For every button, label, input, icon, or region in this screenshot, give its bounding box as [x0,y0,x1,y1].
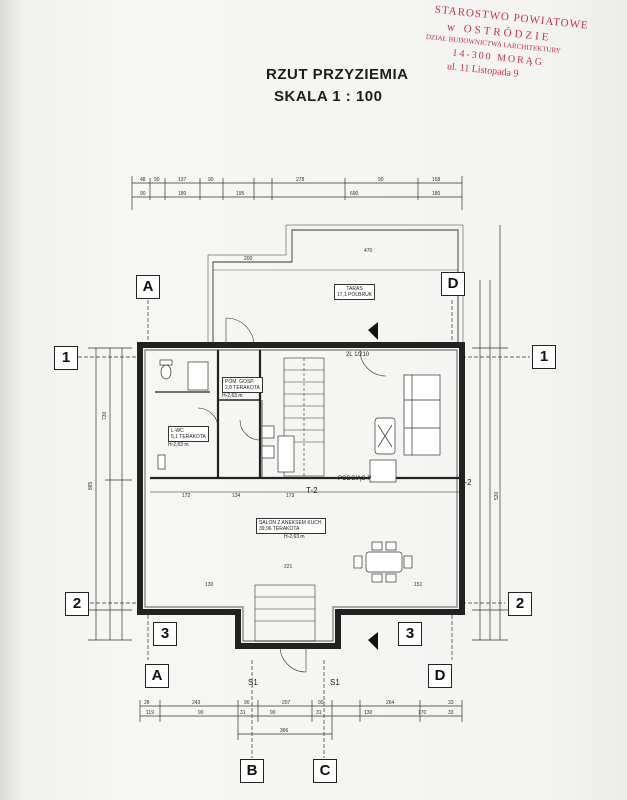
dim-bot-6: 264 [386,700,395,706]
fixtures [157,359,441,583]
dim-inner-1: 172 [182,493,191,499]
dim-bot-5: 90 [318,700,324,706]
dim-top-4: 90 [208,177,214,183]
dim-top2-5: 180 [432,191,441,197]
taras-name: TARAS [346,286,363,292]
dimension-lines [78,176,530,758]
axis-3-right: 3 [398,622,422,646]
dim-left-total: 885 [88,481,94,490]
dim-bot-4: 207 [282,700,291,706]
axis-3-left: 3 [153,622,177,646]
pom-finish: TERAKOTA [233,385,260,391]
door-swings [197,317,387,673]
dim-top-1: 48 [140,177,146,183]
dim-bot-7: 33 [448,700,454,706]
section-label-top: T-2 [306,486,318,495]
axis-a-top: A [136,275,160,299]
section-label-right: T-2 [460,478,472,487]
salon-height: H-2,63 m [284,534,305,540]
salon-name: SALON Z ANEKSEM KUCH. [259,520,323,526]
dim-taras-width: 470 [364,248,373,254]
dim-right-total: 530 [494,491,500,500]
room-taras-label: TARAS 17,1 POLBRUK [334,284,376,300]
dim-mid-left: 730 [102,411,108,420]
taras-area: 17,1 [337,292,347,298]
dim-bot2-3: 31 [240,710,246,716]
dim-bot2-5: 31 [316,710,322,716]
wc-height: H-2,63 m [168,442,189,448]
dim-inner-3: 173 [286,493,295,499]
dim-bot2-7: 170 [418,710,427,716]
dim-bot2-1: 119 [146,710,154,716]
s1-label-right: S1 [330,678,340,687]
dim-bot-2: 243 [192,700,201,706]
dim-bot2-6: 130 [364,710,373,716]
pom-name: POM. GOSP. [225,379,255,385]
wc-name: L-WC [171,428,184,434]
terrace-outline [207,224,464,345]
dim-top-3: 137 [178,177,187,183]
dim-top2-4: 690 [350,191,359,197]
axis-c-bottom: C [313,759,337,783]
pom-height: H-2,63 m [222,393,243,399]
dim-top-2: 90 [154,177,160,183]
dim-bot2-4: 90 [270,710,276,716]
building-walls [137,342,465,649]
room-salon-label: SALON Z ANEKSEM KUCH. 39,96 TERAKOTA H-2… [256,518,326,540]
axis-a-bottom: A [145,664,169,688]
dimension-texts: 48 90 137 90 278 90 158 90 180 195 690 1… [88,177,500,734]
wc-finish: TERAKOTA [179,434,206,440]
dim-front-left: 130 [205,582,214,588]
dim-bot2-8: 33 [448,710,454,716]
dim-inner-2: 134 [232,493,241,499]
room-pom-label: POM. GOSP. 2,8 TERAKOTA H-2,63 m [222,377,263,399]
dim-bottom-total: 366 [280,728,289,734]
pom-area: 2,8 [225,385,232,391]
dim-taras-depth: 200 [244,256,253,262]
salon-area: 39,96 [259,526,272,532]
s1-label-left: S1 [248,678,258,687]
taras-finish: POLBRUK [348,292,373,298]
wc-area: 5,1 [171,434,178,440]
door-label-top: 2L 1/210 [346,352,370,358]
dim-bot-1: 28 [144,700,150,706]
dim-top2-1: 90 [140,191,146,197]
dim-front-width: 221 [284,564,293,570]
dim-top-6: 90 [378,177,384,183]
room-wc-label: L-WC 5,1 TERAKOTA H-2,63 m [168,426,209,448]
axis-d-bottom: D [428,664,452,688]
entrance-stair [254,584,316,642]
dim-bot-3: 90 [244,700,250,706]
axis-1-right: 1 [532,345,556,369]
staircase [283,357,325,477]
podciag-label: PODCIĄG P [338,476,372,482]
axis-1-left: 1 [54,346,78,370]
dim-top2-2: 180 [178,191,187,197]
section-markers [368,322,378,650]
drawing-title: RZUT PRZYZIEMIA [266,66,409,83]
dim-bot2-2: 90 [198,710,204,716]
axis-2-right: 2 [508,592,532,616]
dim-top2-3: 195 [236,191,245,197]
axis-b-bottom: B [240,759,264,783]
dim-top-5: 278 [296,177,305,183]
axis-d-top: D [441,272,465,296]
drawing-scale: SKALA 1 : 100 [274,88,383,105]
axis-2-left: 2 [65,592,89,616]
salon-finish: TERAKOTA [272,526,300,532]
dim-top-7: 158 [432,177,441,183]
dim-front-right: 151 [414,582,423,588]
interior-walls [150,350,460,493]
